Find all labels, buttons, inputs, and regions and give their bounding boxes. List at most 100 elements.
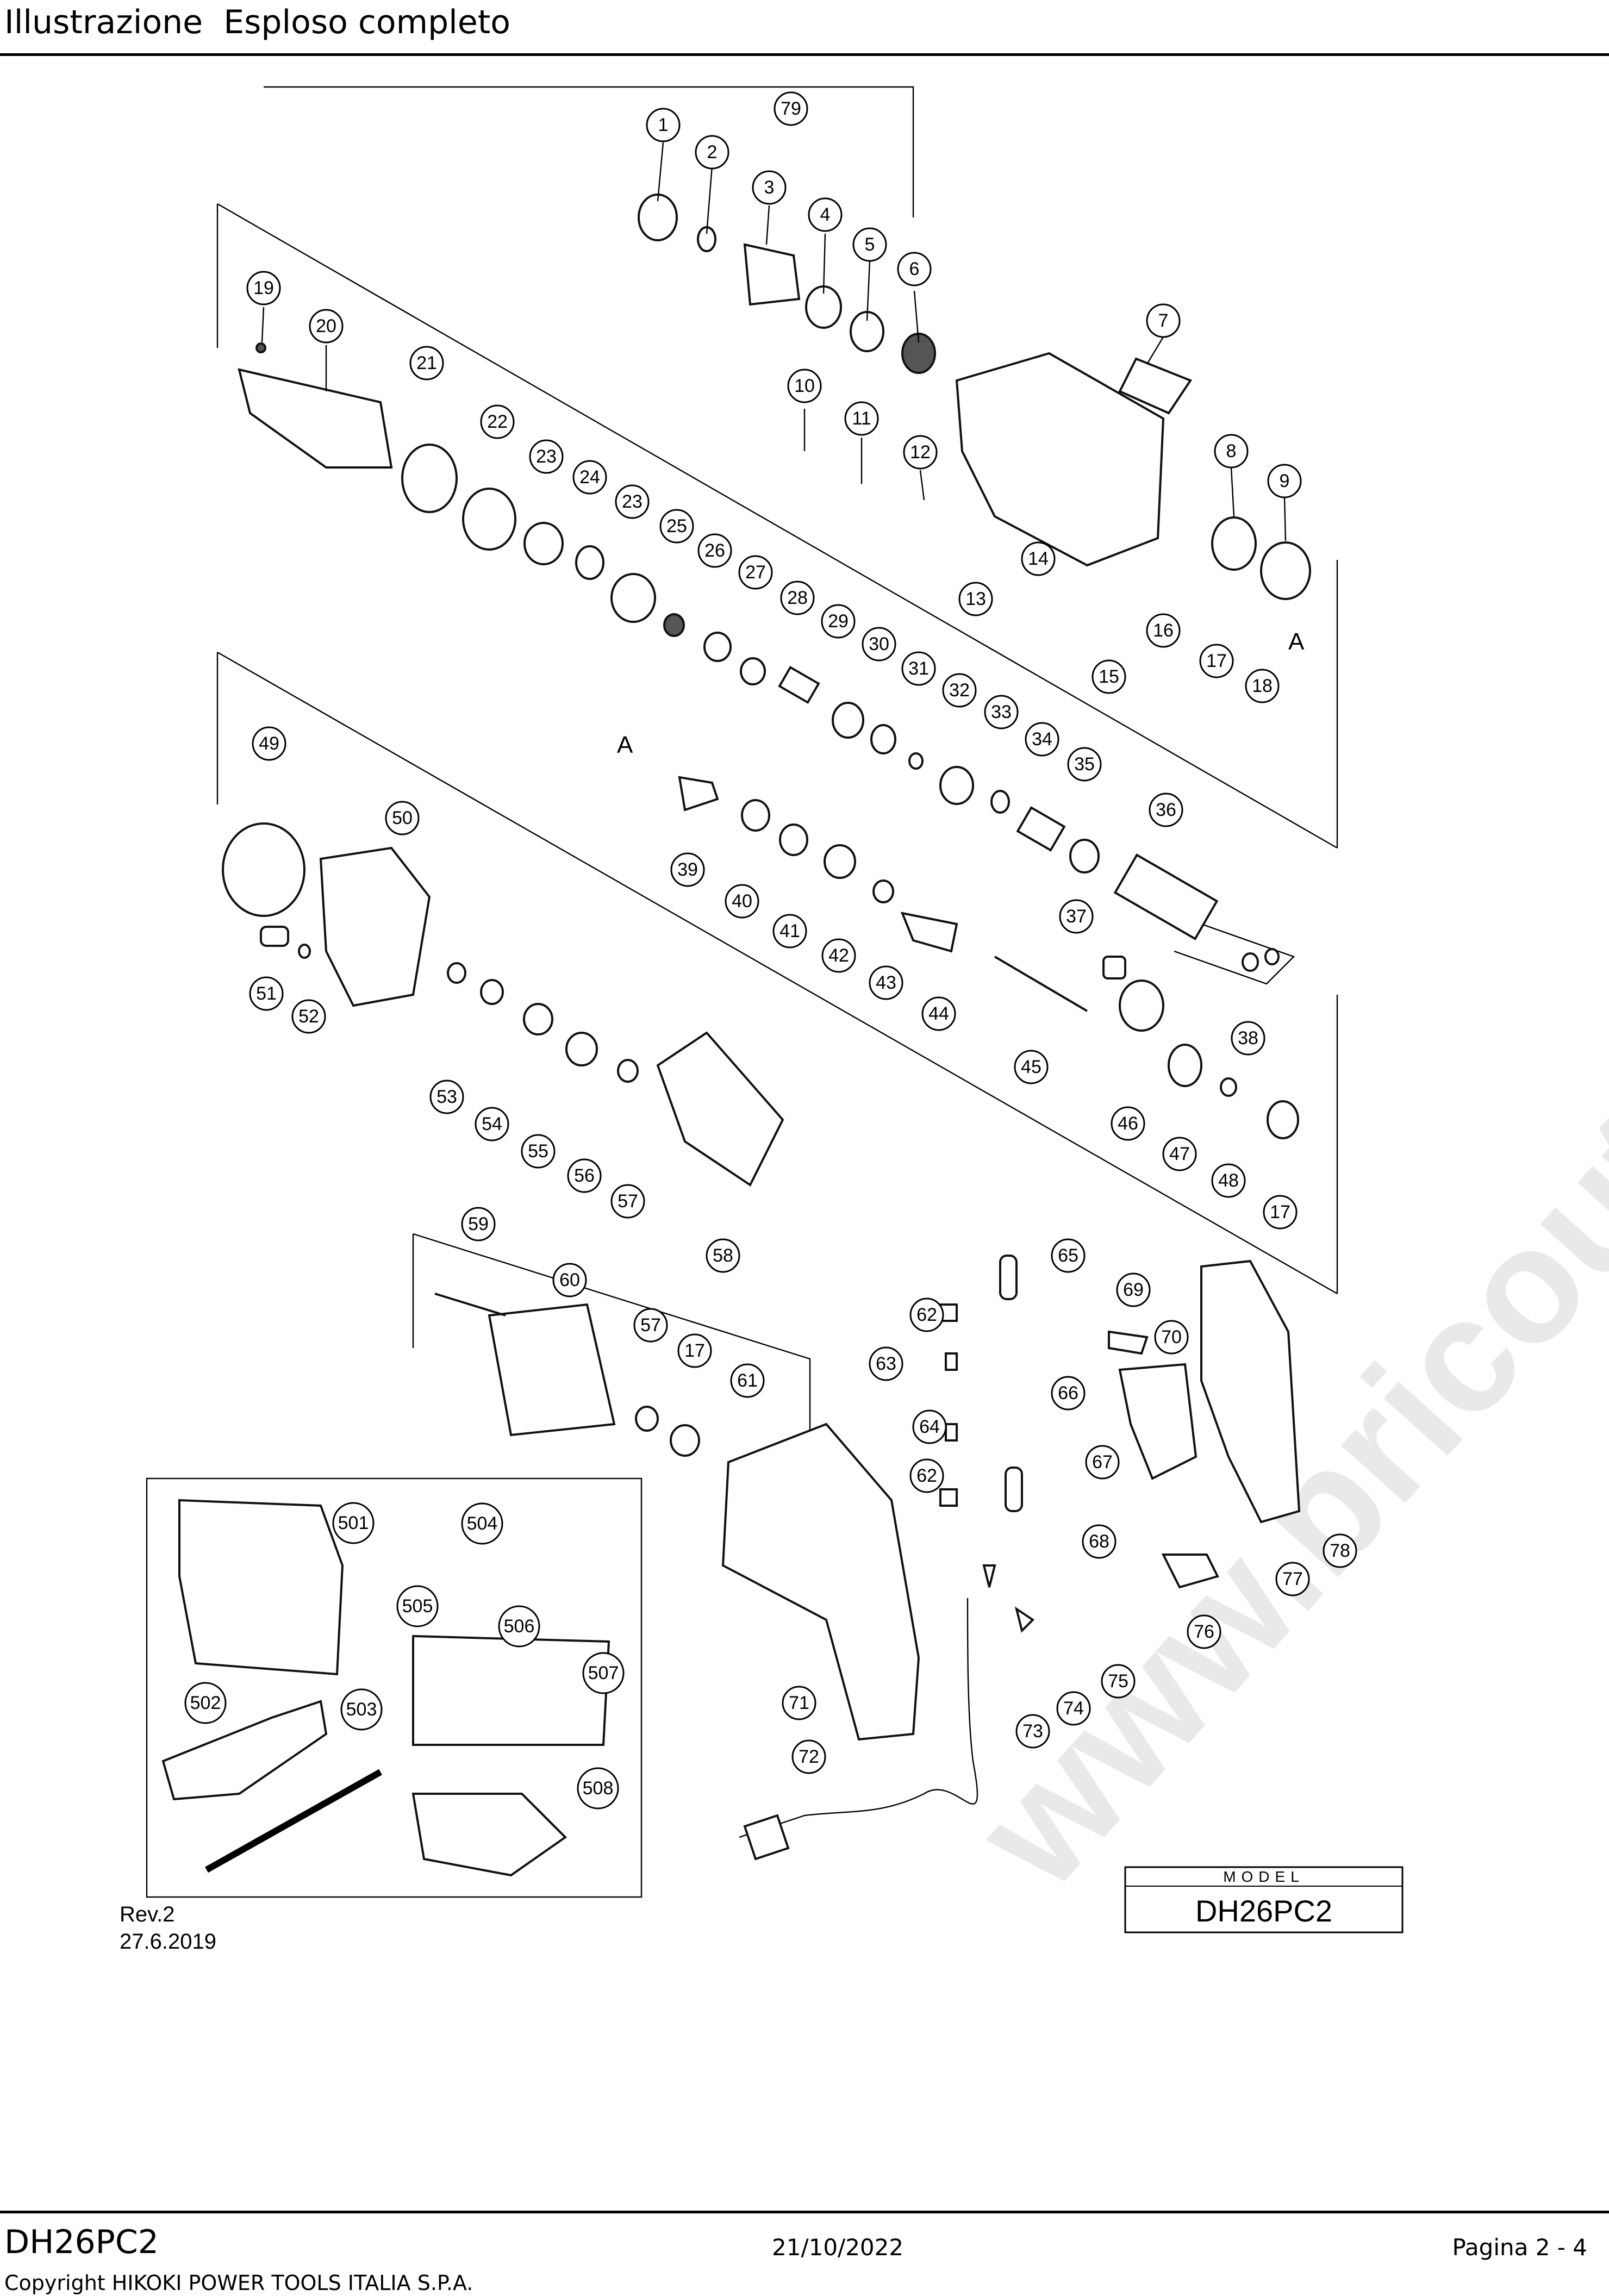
callout-number: 11 <box>852 408 871 429</box>
part-callout-14: 14 <box>1021 541 1056 576</box>
callout-number: 73 <box>1022 1721 1043 1742</box>
part-callout-22: 22 <box>480 404 515 439</box>
callout-number: 4 <box>820 204 831 225</box>
callout-number: 70 <box>1161 1327 1182 1347</box>
callout-circle <box>1092 659 1126 694</box>
callout-circle <box>498 1605 540 1648</box>
callout-number: 35 <box>1074 754 1095 775</box>
part-callout-507: 507 <box>582 1652 625 1694</box>
part-callout-3: 3 <box>752 170 787 205</box>
part-callout-26: 26 <box>697 533 732 568</box>
part-callout-34: 34 <box>1025 722 1059 757</box>
callout-number: 7 <box>1158 310 1169 331</box>
callout-circle <box>862 627 896 662</box>
part-callout-59: 59 <box>461 1207 496 1241</box>
part-callout-57: 57 <box>610 1184 645 1219</box>
part-callout-66: 66 <box>1051 1376 1086 1411</box>
assembly-group-lines <box>146 86 1338 1898</box>
part-callout-27: 27 <box>738 555 773 590</box>
callout-leaders <box>261 142 1287 541</box>
footer-page-number: Pagina 2 - 4 <box>1452 2234 1587 2261</box>
callout-circle <box>782 1686 816 1720</box>
part-callout-13: 13 <box>958 582 993 616</box>
callout-circle <box>774 91 808 126</box>
callout-number: 501 <box>338 1513 369 1533</box>
callout-number: 39 <box>677 859 698 880</box>
callout-number: 23 <box>622 491 643 512</box>
part-callout-41: 41 <box>772 914 807 949</box>
callout-number: 49 <box>259 733 279 754</box>
parts-illustration <box>161 194 1311 1877</box>
callout-circle <box>984 695 1019 729</box>
callout-circle <box>475 1107 509 1141</box>
callout-number: 48 <box>1218 1170 1239 1191</box>
callout-circle <box>615 484 650 519</box>
callout-circle <box>787 369 822 403</box>
callout-circle <box>901 651 936 686</box>
part-callout-37: 37 <box>1059 899 1094 934</box>
callout-number: 61 <box>737 1370 758 1391</box>
callout-circle <box>706 1238 740 1273</box>
part-callout-71: 71 <box>782 1686 816 1720</box>
part-callout-21: 21 <box>409 346 444 380</box>
part-callout-46: 46 <box>1111 1106 1145 1141</box>
callout-circle <box>912 1409 947 1444</box>
callout-circle <box>246 271 281 305</box>
callout-circle <box>646 108 681 142</box>
callout-number: 36 <box>1156 800 1176 820</box>
part-callout-18: 18 <box>1245 669 1280 703</box>
part-callout-68: 68 <box>1082 1524 1117 1559</box>
callout-number: 17 <box>684 1340 705 1361</box>
callout-number: 12 <box>910 442 931 463</box>
callout-number: 10 <box>794 376 815 396</box>
callout-number: 46 <box>1118 1113 1138 1134</box>
part-callout-43: 43 <box>869 965 903 1000</box>
callout-number: 55 <box>528 1141 548 1162</box>
callout-circle <box>852 227 887 262</box>
callout-circle <box>552 1263 587 1297</box>
callout-circle <box>1149 793 1183 827</box>
callout-circle <box>752 170 787 205</box>
callout-circle <box>385 801 420 835</box>
part-callout-40: 40 <box>725 884 759 919</box>
callout-number: 32 <box>949 680 970 701</box>
part-callout-17: 17 <box>1263 1195 1298 1230</box>
callout-number: 22 <box>487 411 508 432</box>
part-callout-10: 10 <box>787 369 822 403</box>
callout-number: 68 <box>1089 1531 1109 1552</box>
callout-number: 23 <box>536 446 557 467</box>
callout-circle <box>309 309 344 344</box>
callout-number: 78 <box>1330 1540 1350 1561</box>
callout-circle <box>1085 1445 1120 1480</box>
part-callout-508: 508 <box>577 1767 619 1810</box>
callout-number: 14 <box>1028 548 1049 569</box>
callout-circle <box>1021 541 1056 576</box>
part-callout-503: 503 <box>340 1688 383 1731</box>
part-callout-76: 76 <box>1187 1614 1221 1649</box>
part-callout-5: 5 <box>852 227 887 262</box>
part-callout-36: 36 <box>1149 793 1183 827</box>
callout-number: 56 <box>574 1165 595 1186</box>
part-callout-24: 24 <box>572 460 607 495</box>
callout-number: 53 <box>436 1087 457 1107</box>
callout-number: 503 <box>346 1699 377 1720</box>
callout-number: 504 <box>467 1513 498 1534</box>
footer-date: 21/10/2022 <box>772 2234 904 2261</box>
part-callout-23: 23 <box>615 484 650 519</box>
part-callout-9: 9 <box>1267 464 1302 498</box>
callout-number: 59 <box>468 1214 489 1234</box>
callout-circle <box>869 1346 903 1381</box>
callout-circle <box>1275 1562 1310 1596</box>
callout-circle <box>1082 1524 1117 1559</box>
callout-number: 16 <box>1153 620 1174 641</box>
callout-number: 62 <box>916 1465 937 1486</box>
callout-number: 9 <box>1280 471 1290 491</box>
part-callout-1: 1 <box>646 108 681 142</box>
callout-circle <box>1146 613 1181 648</box>
callout-circle <box>249 976 284 1011</box>
callout-circle <box>1051 1238 1086 1273</box>
callout-number: 31 <box>908 658 929 679</box>
callout-number: 506 <box>504 1616 535 1637</box>
callout-circle <box>697 533 732 568</box>
callout-number: 507 <box>588 1663 619 1683</box>
